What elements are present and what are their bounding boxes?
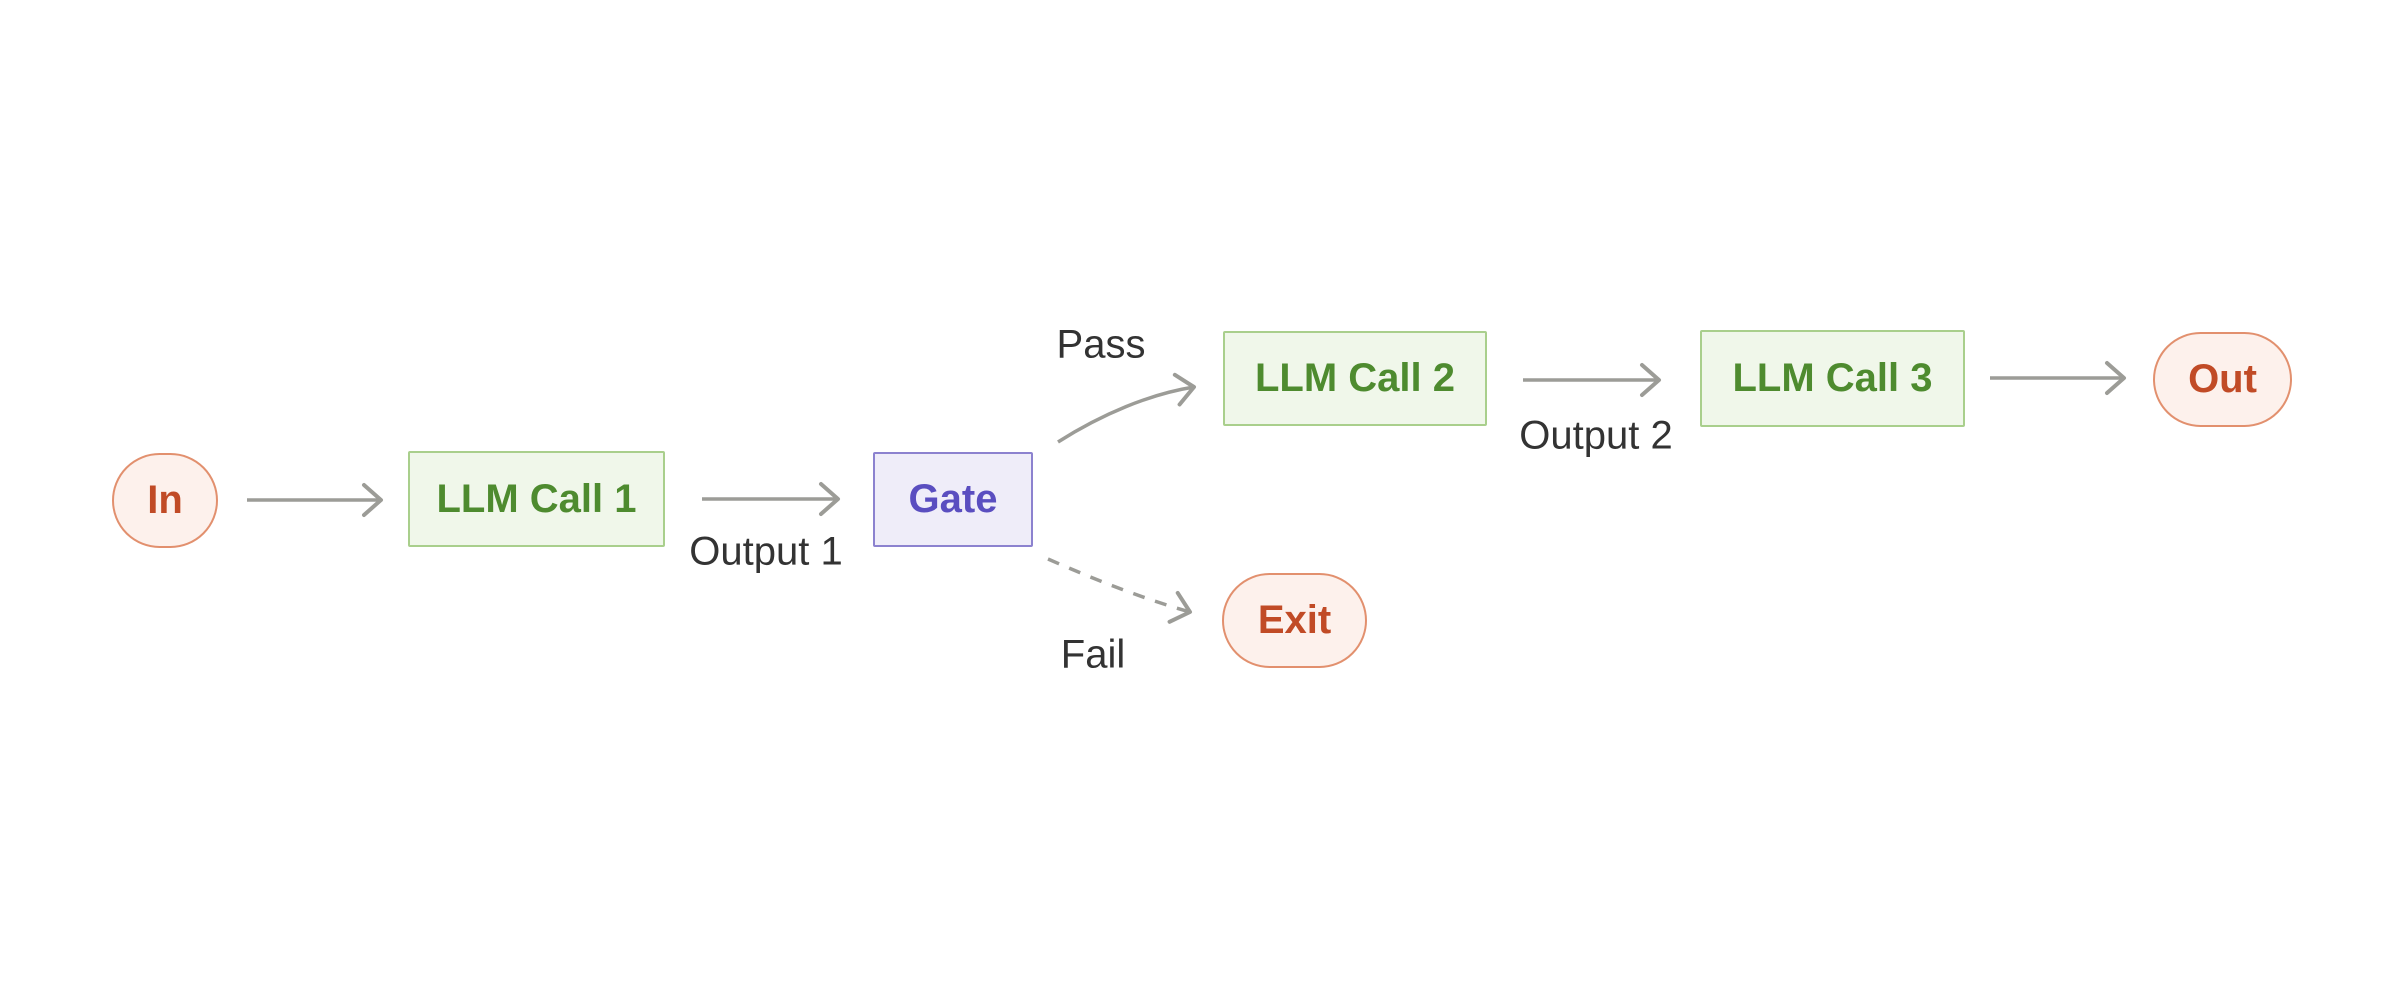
edge-label-pass: Pass [1056,322,1146,367]
node-out-label: Out [2188,357,2257,401]
node-llm-call-2-label: LLM Call 2 [1254,356,1456,400]
edge-gate-to-exit-fail [1047,557,1192,624]
edge-gate-to-llm2-pass [1057,372,1196,444]
edge-label-output-1: Output 1 [689,529,843,574]
node-llm-call-2: LLM Call 2 [1223,331,1487,426]
node-llm-call-3-label: LLM Call 3 [1732,356,1933,400]
edge-label-fail: Fail [1060,632,1126,677]
node-exit: Exit [1222,573,1367,668]
node-in-label: In [147,478,183,522]
node-out: Out [2153,332,2292,427]
node-exit-label: Exit [1257,598,1332,642]
edge-label-output-2: Output 2 [1519,413,1673,458]
node-gate-label: Gate [908,477,998,521]
node-llm-call-1-label: LLM Call 1 [436,476,637,521]
node-gate: Gate [873,452,1033,547]
node-llm-call-3: LLM Call 3 [1700,330,1965,427]
node-in: In [112,453,218,548]
node-llm-call-1: LLM Call 1 [408,451,665,547]
